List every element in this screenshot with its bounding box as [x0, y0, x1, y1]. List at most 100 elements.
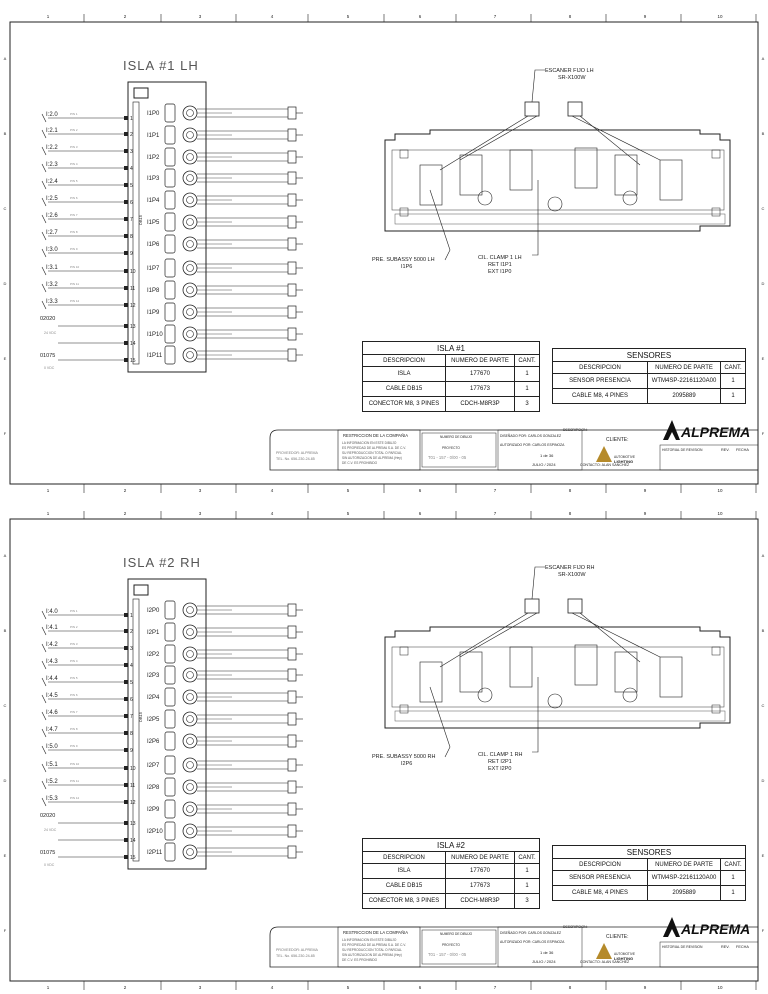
m8-connector — [182, 192, 198, 208]
callout-clamp-line2: RET I1P1 — [488, 262, 512, 268]
client-label: CLIENTE: — [606, 437, 629, 443]
frame-column-label: 4 — [271, 511, 274, 516]
port-socket — [164, 190, 176, 210]
fixture-pad — [711, 149, 721, 159]
pin-terminal — [124, 286, 128, 290]
table-header: NUMERO DE PARTE — [445, 851, 515, 864]
port-socket — [164, 777, 176, 797]
frame-column-label: 1 — [47, 511, 50, 516]
pin-note: PIN 12 — [70, 796, 80, 800]
clamp-unit — [459, 651, 483, 693]
project-label: PROYECTO — [442, 446, 460, 450]
table-cell: 1 — [514, 878, 540, 894]
revision-history-header: HISTORIAL DE REVISION — [662, 945, 703, 949]
db15-connector — [132, 598, 140, 862]
pin-note: PIN 7 — [70, 710, 78, 714]
m8-connector — [182, 624, 198, 640]
table-cell: 2095889 — [647, 388, 721, 404]
locator-hole — [477, 190, 493, 206]
port-label: I2P0 — [147, 608, 160, 614]
pin-note: PIN 2 — [70, 625, 78, 629]
power-label-bottom: 01075 — [40, 850, 55, 856]
table-cell: CABLE M8, 4 PINES — [552, 388, 648, 404]
frame-column-label: 9 — [644, 985, 647, 990]
frame-column-label: 7 — [494, 511, 497, 516]
pin-terminal — [124, 855, 128, 859]
table-cell: 1 — [514, 863, 540, 879]
m8-connector — [182, 823, 198, 839]
pin-terminal — [124, 234, 128, 238]
input-arrow — [41, 113, 47, 123]
port-label: I2P5 — [147, 717, 160, 723]
frame-column-label: 10 — [717, 985, 723, 990]
frame-row-label: A — [762, 553, 765, 558]
scan-beam — [579, 115, 641, 166]
table-header: NUMERO DE PARTE — [445, 354, 515, 367]
fixture-pad — [399, 207, 409, 217]
provider-text: TEL. No. 656-230-24-85 — [276, 457, 315, 461]
restriction-line: SIN AUTORIZACION DE ALPREMA (Hey) — [342, 953, 402, 957]
port-label: I2P1 — [147, 630, 160, 636]
clamp-unit — [574, 644, 598, 686]
frame-row-label: C — [762, 206, 765, 211]
port-socket — [164, 147, 176, 167]
date-value: JULIO / 2024 — [532, 959, 556, 964]
provider-text: PROVEEDOR: ALPREMA — [276, 948, 319, 952]
frame-column-label: 5 — [347, 14, 350, 19]
input-address-label: I:4.4 — [46, 676, 58, 682]
input-arrow — [41, 745, 47, 755]
input-arrow — [41, 283, 47, 293]
island-title: ISLA #2 RH — [123, 555, 201, 570]
brand-name: ALPREMA — [680, 424, 750, 440]
callout-scanner-line2: SR-X100W — [558, 572, 586, 578]
frame-row-label: D — [4, 281, 7, 286]
m8-connector-inner — [186, 351, 194, 359]
frame-column-label: 2 — [124, 511, 127, 516]
port-socket — [164, 324, 176, 344]
revision-box — [659, 941, 759, 968]
m8-connector-inner — [186, 264, 194, 272]
pin-terminal — [124, 766, 128, 770]
input-address-label: I:5.1 — [46, 762, 58, 768]
description-label: DESCRIPCION: — [563, 925, 588, 929]
frame-row-label: E — [4, 853, 7, 858]
table-cell: CABLE M8, 4 PINES — [552, 885, 648, 901]
port-socket — [164, 687, 176, 707]
m8-connector-inner — [186, 153, 194, 161]
pin-note: PIN 12 — [70, 299, 80, 303]
port-label: I2P8 — [147, 785, 160, 791]
designed-by: DISEÑADO POR: CARLOS GONZALEZ — [500, 433, 561, 438]
clamp-unit — [509, 646, 533, 688]
table-cell: SENSOR PRESENCIA — [552, 373, 648, 389]
table-cell: 177670 — [445, 366, 515, 382]
input-arrow — [41, 780, 47, 790]
table-header: DESCRIPCION — [362, 354, 446, 367]
pin-note: PIN 4 — [70, 162, 78, 166]
frame-row-label: E — [762, 356, 765, 361]
frame-column-label: 9 — [644, 511, 647, 516]
frame-row-label: C — [762, 703, 765, 708]
pin-number: 10 — [130, 269, 136, 275]
sensor-plug — [287, 348, 297, 362]
table-cell: 1 — [720, 885, 746, 901]
db15-label: DB15 — [138, 711, 143, 722]
client-logo-text: LIGHTING — [614, 459, 633, 464]
island-body — [127, 578, 207, 870]
port-label: I2P3 — [147, 673, 160, 679]
frame-row-label: A — [4, 56, 7, 61]
m8-connector — [182, 689, 198, 705]
m8-connector-inner — [186, 174, 194, 182]
m8-connector-inner — [186, 330, 194, 338]
sensor-plug — [287, 647, 297, 661]
m8-connector — [182, 347, 198, 363]
table-cell: 177670 — [445, 863, 515, 879]
pin-note: PIN 9 — [70, 744, 78, 748]
pin-number: 10 — [130, 766, 136, 772]
sensor-plug — [287, 668, 297, 682]
